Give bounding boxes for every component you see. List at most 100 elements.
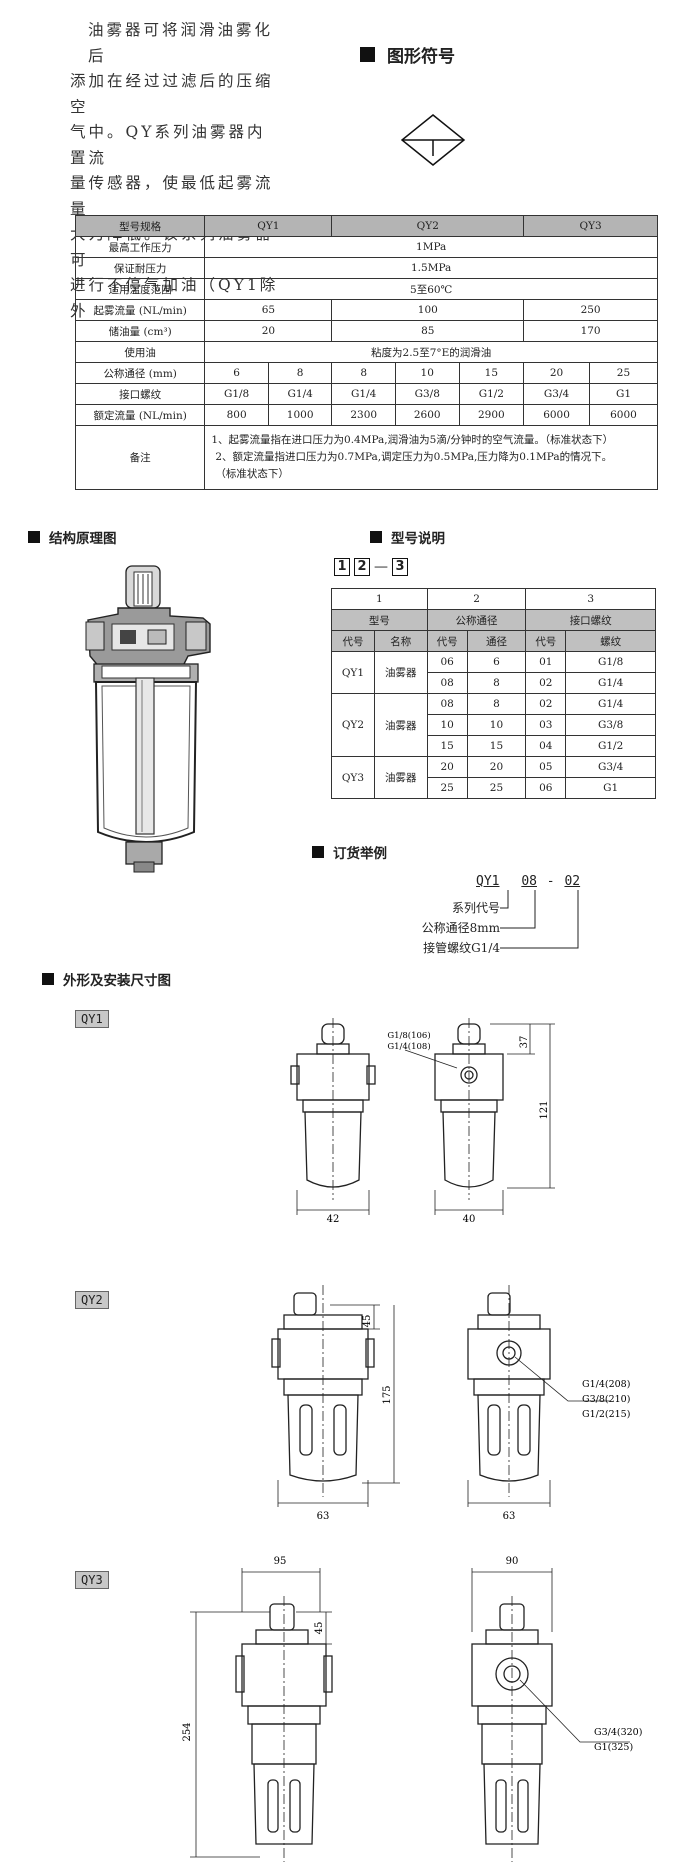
table-cell: 6 [204,362,269,384]
table-cell: 20 [426,756,468,778]
table-cell: 通径 [466,630,527,652]
table-cell: 接口螺纹 [525,609,656,631]
qy2-h2-label: 45 [362,1315,373,1328]
qy3-port-label: G3/4(320) [594,1727,642,1738]
table-row: 储油量 (cm³) 20 85 170 [74,320,658,342]
table-cell: 3 [525,588,656,610]
table-cell: 15 [458,362,525,384]
table-cell: 20 [523,362,590,384]
row-label: 保证耐压力 [74,257,206,279]
header-cell: 型号规格 [74,215,206,237]
table-cell: 08 [426,672,468,694]
table-row: 公称通径 (mm) 6 8 8 10 15 20 25 [74,362,659,384]
table-cell: 800 [204,404,269,426]
qy3-width-label: 95 [274,1556,287,1567]
table-cell: 25 [466,777,527,799]
symbol-title: 图形符号 [387,47,455,67]
code-dash: — [374,559,388,575]
table-cell: 100 [331,299,525,321]
qy3-port-label: G1(325) [594,1742,633,1753]
lubricator-symbol [400,114,466,166]
order-title: 订货举例 [333,846,387,862]
table-cell: G1/4 [267,383,333,405]
qy2-tag: QY2 [75,1291,109,1309]
order-label: 系列代号 [451,901,500,915]
table-cell: G1/8 [204,383,269,405]
table-cell: 油雾器 [373,756,428,799]
table-row: QY2 油雾器 08 8 02 G1/4 [331,693,656,757]
row-label: 使用油 [74,341,206,363]
structure-heading: 结构原理图 [28,527,117,547]
qy3-tag: QY3 [75,1571,109,1589]
table-row: 额定流量 (NL/min) 800 1000 2300 2600 2900 60… [74,404,659,426]
symbol-heading: 图形符号 [360,42,455,67]
dims-heading: 外形及安装尺寸图 [42,969,171,989]
order-heading: 订货举例 [312,842,387,862]
table-row: 备注 1、起雾流量指在进口压力为0.4MPa,润滑油为5滴/分钟时的空气流量。（… [74,425,658,490]
row-label: 备注 [74,425,206,490]
order-label: 公称通径8mm [421,921,500,935]
table-cell: G1 [565,777,656,799]
table-cell: 2 [426,588,527,610]
table-row: 适用温度范围 5至60℃ [74,278,658,300]
table-cell: 25 [588,362,659,384]
table-cell: 8 [331,362,396,384]
table-row: 使用油 粘度为2.5至7°E的润滑油 [74,341,658,363]
qy2-port-label: G1/2(215) [582,1409,630,1420]
table-cell: 1 [331,588,428,610]
table-row: 保证耐压力 1.5MPa [74,257,658,279]
order-labels: 接管螺纹G1/4 [370,938,500,958]
table-cell: 代号 [331,630,375,652]
qy2-width-label: 63 [317,1511,330,1522]
section-marker [370,531,382,543]
code-box: 2 [354,558,370,576]
row-label: 公称通径 (mm) [74,362,206,384]
header-cell: QY3 [523,215,658,237]
table-cell: 2900 [458,404,525,426]
qy3-h2-label: 45 [314,1622,325,1635]
model-heading: 型号说明 [370,527,445,547]
row-label: 起雾流量 (NL/min) [74,299,206,321]
order-series: QY1 [476,874,500,889]
table-cell: 65 [204,299,333,321]
table-cell: 04 [525,735,567,757]
table-cell: 20 [466,756,527,778]
table-row: 型号 公称通径 接口螺纹 [331,609,656,631]
table-cell: 代号 [426,630,468,652]
table-row: 起雾流量 (NL/min) 65 100 250 [74,299,658,321]
table-cell: 名称 [373,630,428,652]
table-row: QY3 油雾器 20 20 05 G3/4 [331,756,656,799]
table-cell: 25 [426,777,468,799]
order-dash: - [546,874,555,889]
header-cell: QY1 [204,215,333,237]
qy1-dimension-drawing: 42 40 37 121 G1/8(106) G1/4(108) [290,1018,555,1225]
qy2-port-label: G1/4(208) [582,1379,630,1390]
structure-title: 结构原理图 [49,531,117,547]
table-row: 接口螺纹 G1/8 G1/4 G1/4 G3/8 G1/2 G3/4 G1 [74,383,659,405]
table-cell: 8 [466,693,527,715]
table-row: QY1 油雾器 06 6 01 G1/8 [331,651,656,694]
table-cell: 01 [525,651,567,673]
remark-line: 1、起雾流量指在进口压力为0.4MPa,润滑油为5滴/分钟时的空气流量。（标准状… [211,434,614,446]
qy1-height-label: 121 [539,1100,550,1119]
code-box: 3 [392,558,408,576]
model-table: 1 2 3 型号 公称通径 接口螺纹 代号 名称 代号 通径 代号 螺纹 QY1… [331,588,656,799]
order-dia: 08 [521,874,537,889]
qy2-width2-label: 63 [503,1511,516,1522]
table-cell: 粘度为2.5至7°E的润滑油 [204,341,658,363]
table-cell: 代号 [525,630,567,652]
intro-line: 油雾器可将润滑油雾化后 [88,21,274,65]
table-cell: 08 [426,693,468,715]
table-cell: QY3 [331,756,375,799]
table-cell: 20 [204,320,333,342]
table-cell: G1/4 [331,383,396,405]
order-code: QY1 08 - 02 [476,874,580,889]
table-cell: 03 [525,714,567,736]
table-cell: 05 [525,756,567,778]
table-cell: 公称通径 [426,609,527,631]
table-cell: G1/4 [565,693,656,715]
order-thread: 02 [564,874,581,889]
qy1-port-label: G1/4(108) [387,1041,430,1052]
table-cell: G1 [588,383,659,405]
table-cell: 8 [267,362,333,384]
